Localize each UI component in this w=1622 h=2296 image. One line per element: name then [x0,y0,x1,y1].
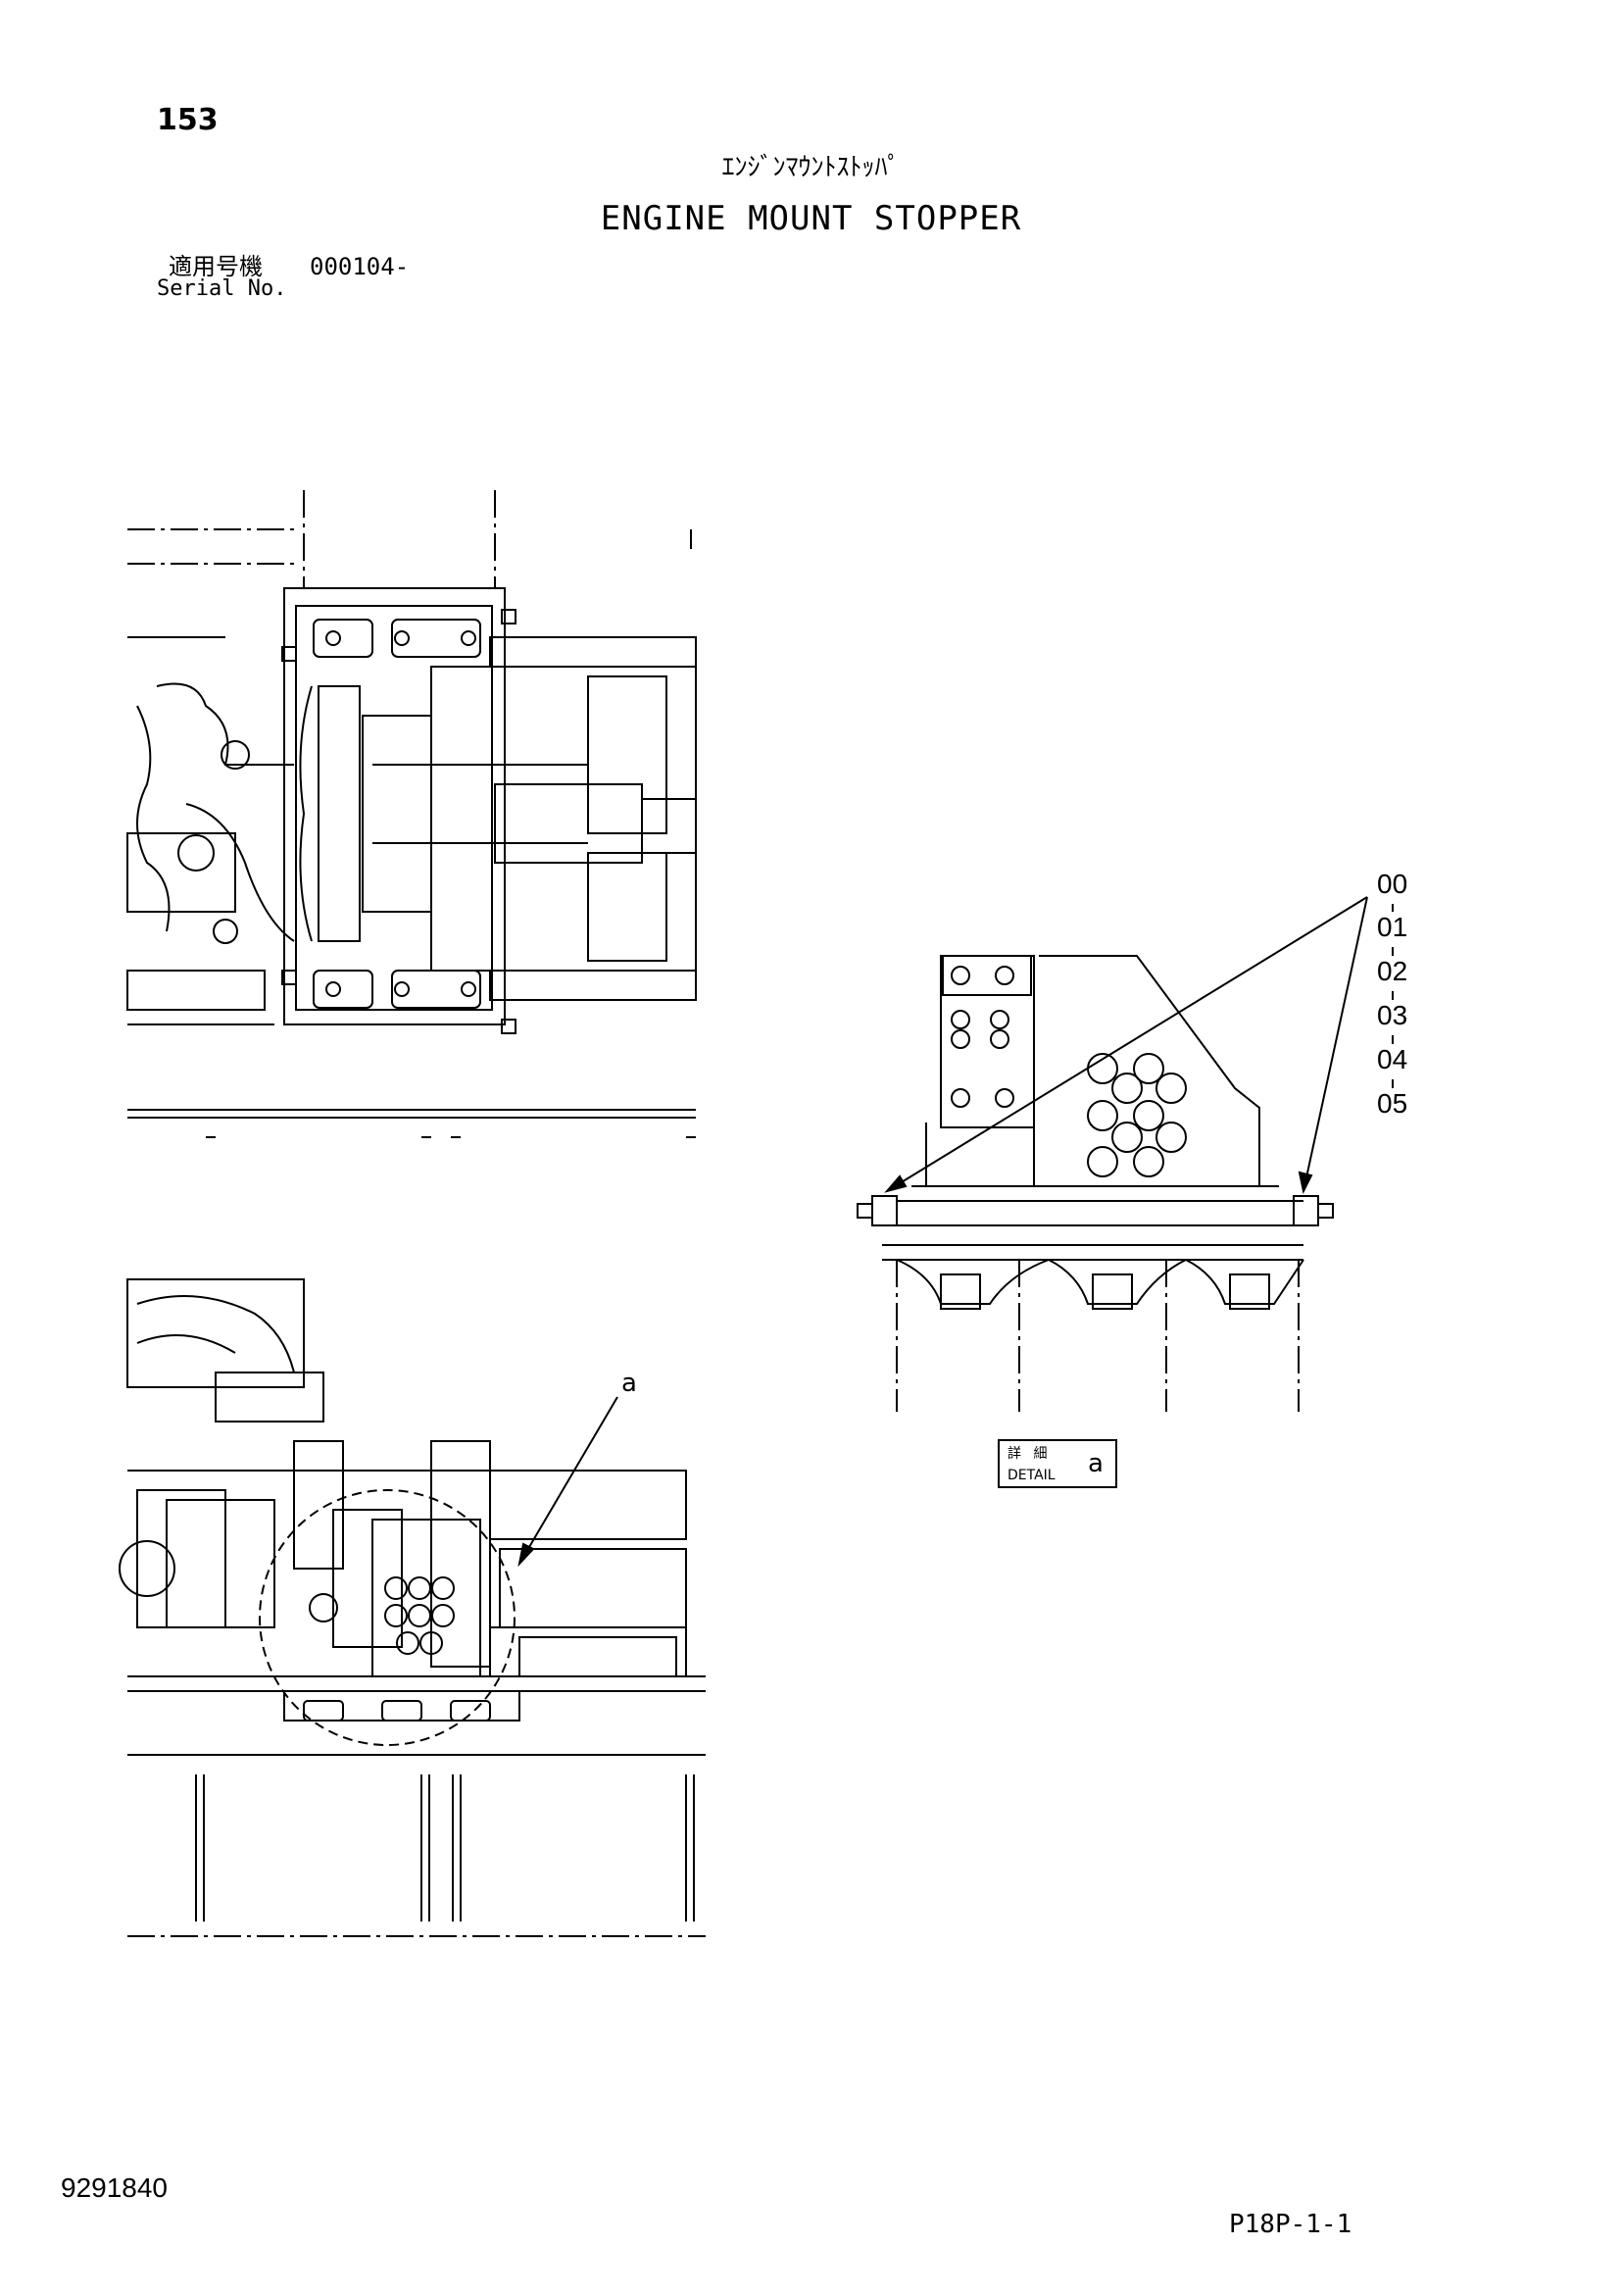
detail-letter: a [1088,1449,1104,1478]
detail-callout-letter: a [621,1369,637,1398]
title-japanese: ｴﾝｼﾞﾝﾏｳﾝﾄｽﾄｯﾊﾟ [721,153,901,182]
part-code: 03 [1377,1000,1408,1030]
page-title: ENGINE MOUNT STOPPER [600,199,1022,238]
document-number: 9291840 [61,2172,169,2203]
part-code: 05 [1377,1088,1408,1119]
page-number: 153 [157,103,219,137]
part-code: 04 [1377,1044,1408,1074]
serial-value: 000104- [310,253,410,280]
serial-label: Serial No. [157,276,287,301]
side-view-drawing [119,1278,706,1937]
detail-label-japanese: 詳 細 [1008,1446,1052,1462]
part-code: 00 [1377,869,1408,899]
serial-label-japanese: 適用号機 [169,253,263,280]
top-view-drawing [126,490,697,1138]
detail-label-box: 詳 細 DETAIL a [998,1439,1117,1488]
part-code: 02 [1377,956,1408,986]
part-code: 01 [1377,912,1408,942]
sheet-reference: P18P-1-1 [1229,2210,1352,2239]
detail-view-drawing [857,896,1394,1412]
detail-label: DETAIL [1008,1468,1056,1483]
